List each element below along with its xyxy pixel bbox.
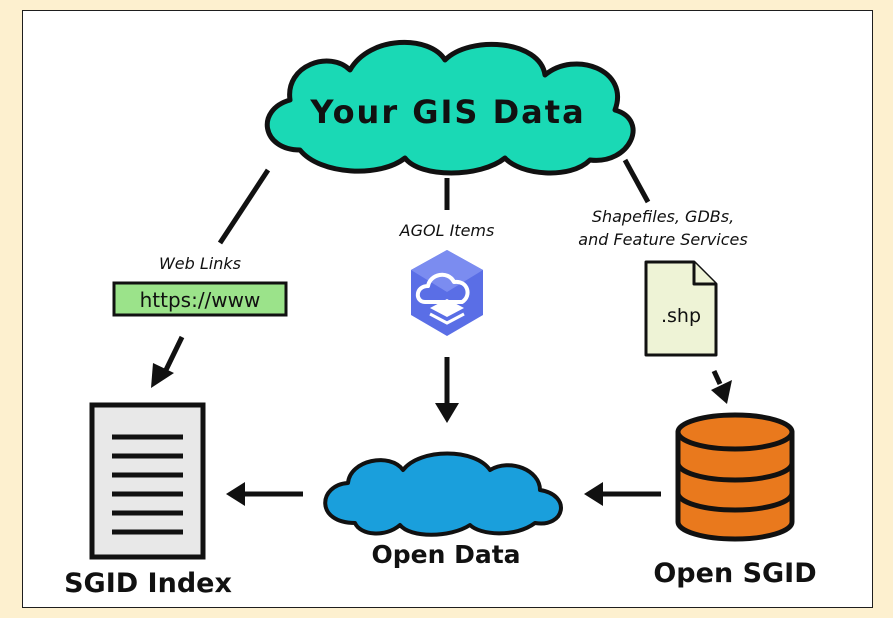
sgid-index-label: SGID Index xyxy=(64,568,232,599)
arrow-to-open-sgid xyxy=(711,369,732,404)
gis-data-cloud xyxy=(264,39,636,176)
database-icon xyxy=(675,412,795,542)
open-data-cloud xyxy=(323,451,563,537)
open-sgid-label: Open SGID xyxy=(653,558,816,589)
shapefile-icon xyxy=(644,260,718,357)
agol-cloud-icon xyxy=(411,250,483,336)
url-box-text: https://www xyxy=(140,288,261,312)
web-links-connector xyxy=(217,168,271,245)
arrow-to-open-data xyxy=(435,357,459,423)
url-box xyxy=(112,281,288,317)
agol-items-label: AGOL Items xyxy=(399,221,495,240)
arrow-open-data-to-index xyxy=(226,482,303,506)
web-links-label: Web Links xyxy=(159,254,241,273)
files-connector xyxy=(622,158,651,204)
shapefile-extension: .shp xyxy=(661,305,701,327)
files-label-line1: Shapefiles, GDBs, xyxy=(592,207,734,226)
files-label-line2: and Feature Services xyxy=(578,230,747,249)
arrow-sgid-to-open-data xyxy=(584,482,661,506)
diagram-title: Your GIS Data xyxy=(309,93,585,131)
open-data-label: Open Data xyxy=(371,540,520,569)
arrow-to-sgid-index xyxy=(151,335,185,388)
document-icon xyxy=(89,402,206,560)
